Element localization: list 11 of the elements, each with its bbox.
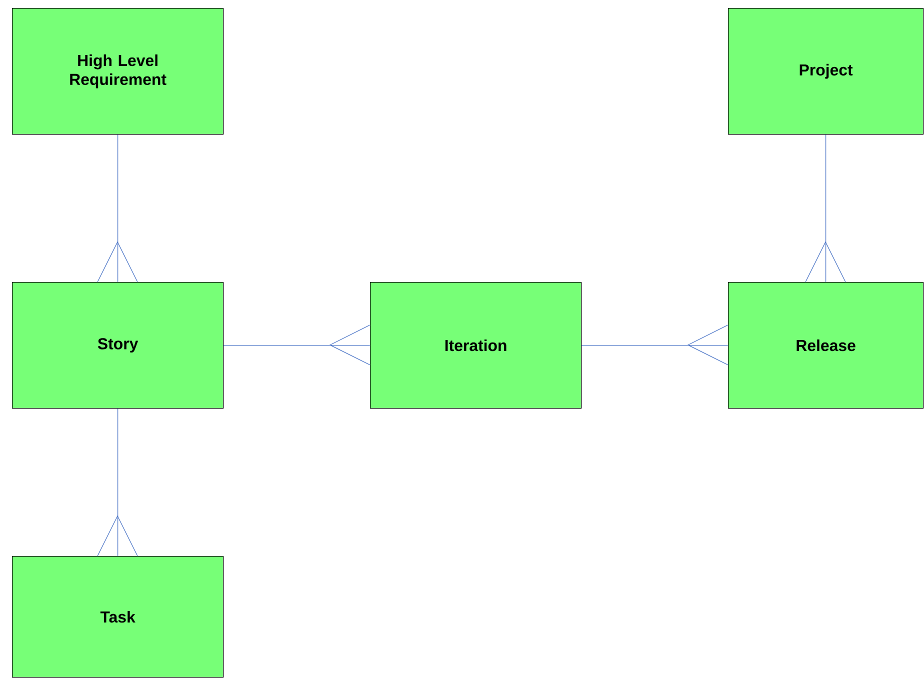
connector xyxy=(97,408,138,556)
entity-box: Story xyxy=(12,282,224,409)
connector xyxy=(223,324,370,366)
entity-box: High Level Requirement xyxy=(12,8,224,135)
entity-box: Release xyxy=(728,282,924,409)
connector xyxy=(581,324,728,366)
entity-box: Task xyxy=(12,556,224,678)
entity-box: Iteration xyxy=(370,282,582,409)
connector xyxy=(805,134,846,282)
entity-box: Project xyxy=(728,8,924,135)
connector xyxy=(97,134,138,282)
